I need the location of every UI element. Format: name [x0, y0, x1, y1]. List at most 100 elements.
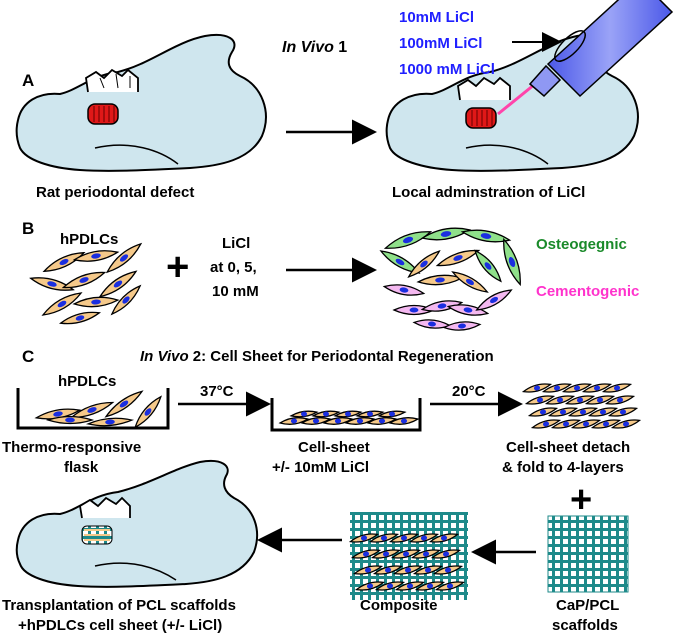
flask-cell — [134, 395, 162, 429]
plus-sign-c: + — [570, 479, 592, 521]
transplant-caption-1: Transplantation of PCL scaffolds — [2, 597, 236, 614]
stacked-cell — [604, 395, 636, 405]
composite-cell — [350, 549, 382, 559]
licl-line-1: LiCl — [222, 235, 250, 252]
differentiated-cell — [451, 271, 489, 293]
stacked-cell — [541, 383, 573, 393]
differentiated-cell — [460, 229, 512, 243]
panel-b-letter: B — [22, 219, 34, 238]
composite-cell — [354, 581, 386, 591]
detach-caption-2: & fold to 4-layers — [502, 459, 624, 476]
stacked-cell — [581, 383, 613, 393]
differentiated-cell — [420, 227, 472, 241]
hpdlc-cell — [58, 311, 102, 325]
composite-cells — [348, 533, 466, 591]
syringe-icon — [497, 0, 674, 116]
sheet-cell — [366, 417, 398, 425]
composite-cell — [434, 581, 466, 591]
sheet-cell — [289, 410, 319, 418]
composite-cell — [410, 549, 442, 559]
stacked-cell — [524, 395, 556, 405]
thermo-flask — [16, 388, 170, 430]
differentiated-cell — [382, 284, 426, 296]
stacked-cell — [544, 395, 576, 405]
composite-cell — [412, 565, 444, 575]
dose-100mm: 100mM LiCl — [399, 35, 482, 52]
composite-cell — [368, 533, 400, 543]
hpdlc-cell — [105, 242, 143, 274]
composite-cell — [408, 533, 440, 543]
panel-a-letter: A — [22, 71, 34, 90]
composite-cell — [414, 581, 446, 591]
licl-line-3: 10 mM — [212, 283, 259, 300]
transplant-caption-2: +hPDLCs cell sheet (+/- LiCl) — [18, 617, 222, 634]
stacked-cell — [527, 407, 559, 417]
stacked-cell — [587, 407, 619, 417]
differentiated-cell — [412, 319, 452, 329]
scaffold-caption-2: scaffolds — [552, 617, 618, 634]
flask-caption-1: Thermo-responsive — [2, 439, 141, 456]
differentiated-cell — [435, 249, 481, 267]
hpdlc-cell — [61, 271, 107, 289]
stacked-cell — [567, 407, 599, 417]
composite-cell — [430, 549, 462, 559]
composite-cell — [394, 581, 426, 591]
composite-cell — [372, 565, 404, 575]
hpdlc-cell — [72, 250, 120, 262]
differentiated-cell — [446, 304, 490, 316]
stacked-cell — [601, 383, 633, 393]
cell-sheet-dish — [270, 398, 422, 432]
rat-defect-caption: Rat periodontal defect — [36, 184, 194, 201]
licl-line-2: at 0, 5, — [210, 259, 257, 276]
stacked-cell — [547, 407, 579, 417]
composite-cell — [388, 533, 420, 543]
rat-jaw-left — [15, 34, 267, 172]
sheet-cell — [355, 410, 385, 418]
hpdlcs-label-c: hPDLCs — [58, 373, 116, 390]
sheet-cell — [278, 417, 310, 425]
composite-cell — [392, 565, 424, 575]
cementogenic-label: Cementogenic — [536, 283, 639, 300]
composite-cell — [428, 533, 460, 543]
hpdlc-cell-cluster — [29, 242, 143, 325]
hpdlc-cell — [72, 296, 120, 308]
stacked-cell — [570, 419, 602, 429]
dose-10mm: 10mM LiCl — [399, 9, 474, 26]
cell-sheet-caption-1: Cell-sheet — [298, 439, 370, 456]
defect-site-right — [465, 107, 497, 129]
stacked-cell — [521, 383, 553, 393]
cell-sheet-caption-2: +/- 10mM LiCl — [272, 459, 369, 476]
stacked-cell — [590, 419, 622, 429]
differentiated-cell — [475, 289, 513, 311]
four-layer-sheet — [521, 383, 642, 429]
cell-sheet-layer — [278, 410, 420, 425]
stacked-cell — [584, 395, 616, 405]
differentiated-cell — [407, 250, 441, 278]
rat-jaw-transplant — [15, 460, 259, 588]
sheet-cell — [377, 410, 407, 418]
differentiated-cell-cluster — [379, 227, 521, 331]
flask-cell — [45, 415, 95, 425]
osteogenic-label: Osteogegnic — [536, 236, 627, 253]
dose-1000mm: 1000 mM LiCl — [399, 61, 495, 78]
defect-site-left — [87, 103, 119, 125]
panel-a-title: In Vivo 1 — [282, 39, 347, 56]
panel-c-letter: C — [22, 347, 34, 366]
hpdlcs-label-b: hPDLCs — [60, 231, 118, 248]
sheet-cell — [300, 417, 332, 425]
temp-20c: 20°C — [452, 383, 486, 400]
hpdlc-cell — [29, 277, 75, 291]
differentiated-cell — [442, 321, 482, 331]
flask-cell — [85, 417, 135, 427]
hpdlc-cell — [41, 292, 83, 316]
composite-cell — [374, 581, 406, 591]
sheet-cell — [311, 410, 341, 418]
stacked-cell — [610, 419, 642, 429]
hpdlc-cell — [98, 270, 138, 298]
cap-pcl-scaffold — [547, 515, 629, 593]
differentiated-cell — [383, 231, 433, 249]
hpdlc-cell — [42, 251, 86, 273]
composite-cell — [370, 549, 402, 559]
